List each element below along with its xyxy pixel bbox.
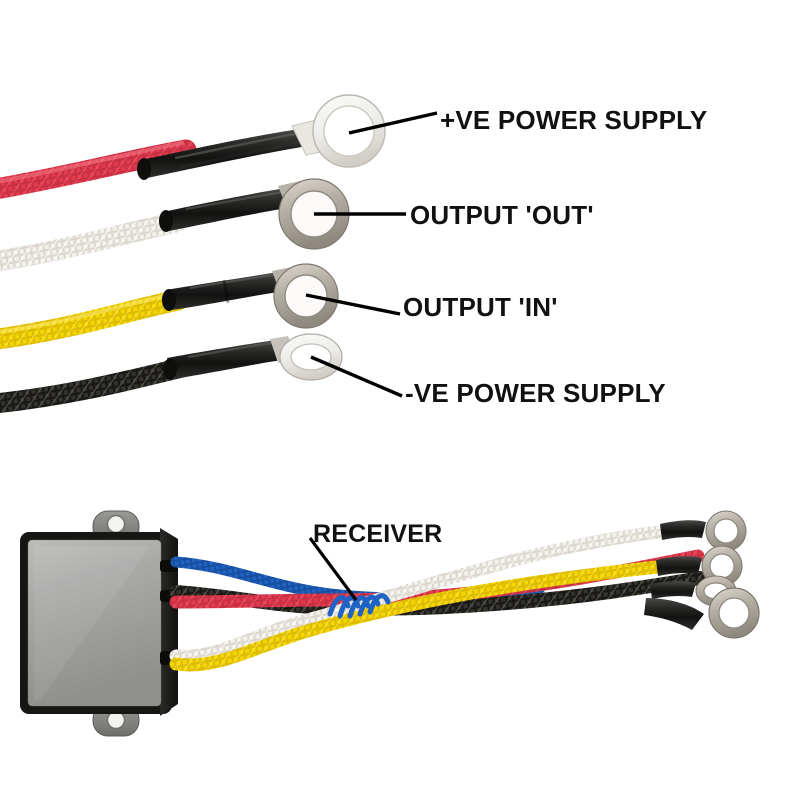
ring-terminal-negative xyxy=(270,333,343,381)
wire-assembly-output-out xyxy=(0,178,350,272)
harness-ring-terminals xyxy=(644,510,760,639)
harness-terminal-black xyxy=(644,587,760,639)
harness-wires xyxy=(169,524,707,672)
wire-assembly-output-in xyxy=(0,263,339,350)
leader-line-output-in xyxy=(305,293,401,316)
sleeve-output-in xyxy=(162,272,284,311)
leader-line-negative xyxy=(310,355,403,398)
label-output-in: OUTPUT 'IN' xyxy=(403,292,558,322)
label-negative-power-supply: -VE POWER SUPPLY xyxy=(405,378,666,408)
ring-terminal-output-in xyxy=(272,263,339,329)
leader-line-positive xyxy=(348,111,438,135)
wire-assembly-positive xyxy=(0,94,386,199)
ring-terminal-positive xyxy=(291,94,386,168)
sleeve-positive xyxy=(137,129,308,180)
antenna-coil xyxy=(327,593,391,619)
wire-white-harness xyxy=(169,524,675,663)
label-receiver: RECEIVER xyxy=(313,520,443,548)
leader-lines-top xyxy=(305,111,438,398)
sleeve-output-out xyxy=(159,188,293,232)
receiver-control-box xyxy=(20,528,178,716)
wire-yellow-harness xyxy=(169,559,675,672)
sleeve-negative xyxy=(163,340,282,380)
wire-assembly-negative xyxy=(0,333,343,413)
label-output-out: OUTPUT 'OUT' xyxy=(410,200,594,230)
harness-terminal-white xyxy=(660,510,747,552)
leader-line-receiver xyxy=(308,537,358,601)
label-positive-power-supply: +VE POWER SUPPLY xyxy=(440,105,708,135)
